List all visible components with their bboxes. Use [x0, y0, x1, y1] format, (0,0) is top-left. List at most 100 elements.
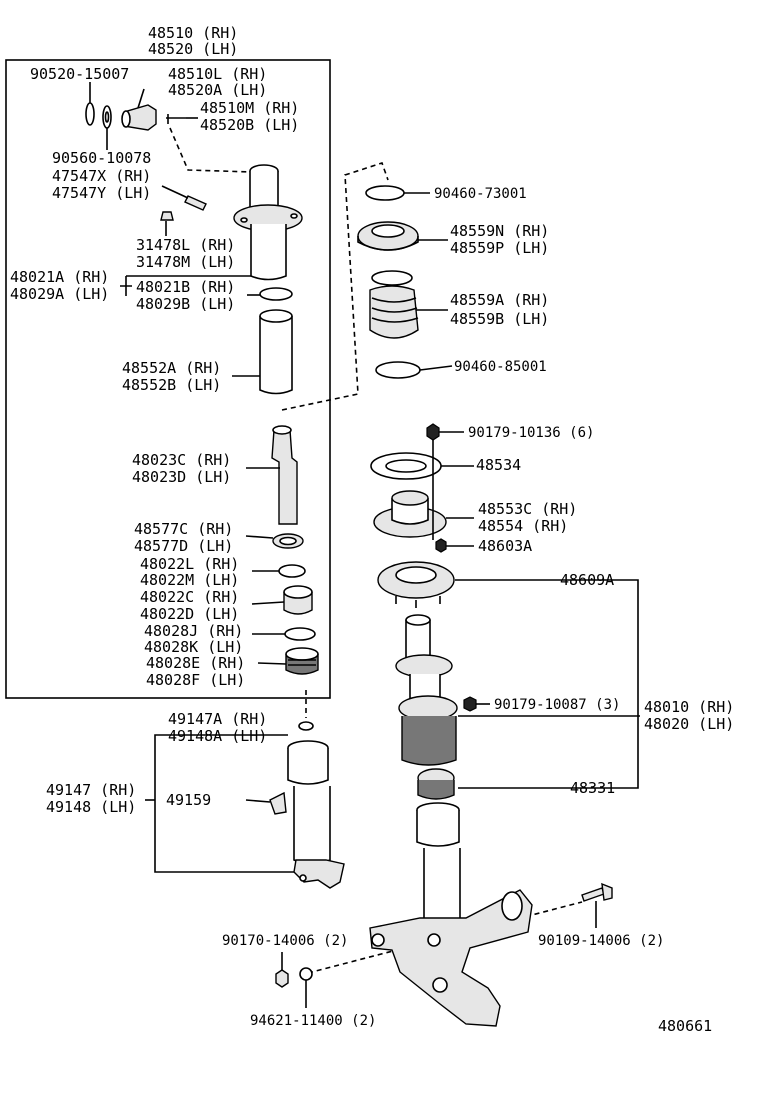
callout-line: 48552B (LH) — [122, 376, 221, 394]
assembly-49147: 49147 (RH) 49148 (LH) — [46, 781, 136, 816]
callout-90520-15007: 90520-15007 — [30, 65, 129, 83]
coil-48028e-stripes — [288, 659, 316, 666]
lower-strut-upper — [416, 810, 460, 847]
band-90460-85001-icon — [375, 361, 421, 379]
callout-line: 48559P (LH) — [450, 239, 549, 257]
callout-49147a: 49147A (RH) 49148A (LH) — [168, 710, 267, 745]
knuckle-hole-lower — [432, 977, 448, 993]
seat-48609a-inner — [395, 566, 437, 584]
callout-line: 48029B (LH) — [136, 295, 235, 313]
callout-line: 90170-14006 (2) — [222, 933, 348, 949]
rod-48023c-icon — [271, 429, 298, 525]
tube-flange-hole-l — [240, 217, 248, 223]
callout-line: 90179-10136 (6) — [468, 425, 594, 441]
callout-line: 48534 — [476, 456, 521, 474]
lower-strut-body — [423, 848, 461, 923]
knuckle-hole-upper — [371, 933, 385, 947]
bolt-90179-10136-icon — [426, 423, 440, 441]
callout-48021b: 48021B (RH) 48029B (LH) — [136, 278, 235, 313]
ring-49147a-icon — [298, 721, 314, 731]
callout-line: 48028J (RH) — [144, 622, 243, 640]
seat-48559n-inner — [371, 224, 405, 238]
callout-90179-10136: 90179-10136 (6) — [468, 425, 594, 441]
callout-90560-10078: 90560-10078 — [52, 149, 151, 167]
callout-48534: 48534 — [476, 456, 521, 474]
snap-ring-48022l-icon — [278, 564, 306, 578]
callout-line: 48553C (RH) — [478, 500, 577, 518]
pin-48510m-icon — [166, 114, 186, 124]
callout-line: 47547X (RH) — [52, 167, 151, 185]
cartridge-foot — [293, 859, 345, 889]
strut-flange — [395, 654, 453, 678]
callout-31478l: 31478L (RH) 31478M (LH) — [136, 236, 235, 271]
bracket-48021a — [120, 276, 132, 296]
label-49147-rh: 49147 (RH) — [46, 781, 136, 799]
tube-lower-body — [250, 224, 287, 281]
seat-48609a-studs — [395, 596, 441, 608]
sleeve-48552a-top — [259, 309, 293, 323]
callout-48022l: 48022L (RH) 48022M (LH) — [140, 555, 239, 589]
callout-line: 48520A (LH) — [168, 81, 267, 99]
nut-90170-icon — [275, 969, 289, 988]
washer-90520-icon — [85, 102, 95, 126]
callout-48553c: 48553C (RH) 48554 (RH) — [478, 500, 577, 535]
callout-line: 48559B (LH) — [450, 310, 549, 328]
dash-bolt-nut — [307, 901, 583, 974]
o-ring-48021b-icon — [259, 287, 293, 301]
callout-line: 90179-10087 (3) — [494, 697, 620, 713]
callout-line: 31478L (RH) — [136, 236, 235, 254]
knuckle-hole-mid — [427, 933, 441, 947]
callout-line: 48021B (RH) — [136, 278, 235, 296]
knuckle-arm-end — [501, 891, 523, 921]
callout-line: 48022L (RH) — [140, 555, 239, 573]
callout-line: 48510M (RH) — [200, 99, 299, 117]
bracket-49147 — [154, 734, 294, 873]
assembly-48609a: 48609A — [560, 571, 614, 589]
label-49148-lh: 49148 (LH) — [46, 798, 136, 816]
callout-48510l: 48510L (RH) 48520A (LH) — [168, 65, 267, 99]
strut-rod-top — [405, 620, 431, 661]
callout-line: 48028E (RH) — [146, 654, 245, 672]
callout-line: 90460-85001 — [454, 359, 547, 375]
callout-line: 48028K (LH) — [144, 638, 243, 656]
callout-48577c: 48577C (RH) 48577D (LH) — [134, 520, 233, 555]
callout-line: 48577C (RH) — [134, 520, 233, 538]
callout-48603a: 48603A — [478, 537, 532, 555]
dash-right-column — [281, 161, 389, 411]
insulator-48534-inner — [385, 459, 427, 473]
callout-90460-73001: 90460-73001 — [434, 186, 527, 202]
callout-line: 94621-11400 (2) — [250, 1013, 376, 1029]
spring-pin-47547-icon — [184, 195, 207, 211]
dash-upper — [169, 127, 253, 173]
tube-upper-body — [249, 171, 279, 211]
callout-line: 48577D (LH) — [134, 537, 233, 555]
washer-94621-icon — [299, 967, 313, 981]
diagram-code: 480661 — [658, 1017, 712, 1035]
cartridge-body — [293, 786, 331, 865]
callout-line: 47547Y (LH) — [52, 184, 151, 202]
nut-48603a-icon — [435, 538, 447, 553]
bolt-90109-icon — [581, 887, 605, 902]
callout-90179-10087: 90179-10087 (3) — [494, 697, 620, 713]
mount-48553c-top — [391, 490, 429, 506]
bolt-90109-head — [601, 882, 613, 901]
bump-stop-48331-body — [417, 780, 455, 800]
callout-line: 48023C (RH) — [132, 451, 231, 469]
bellows-48559a-folds — [371, 297, 419, 323]
leader-lines — [89, 82, 597, 1008]
callout-48022c: 48022C (RH) 48022D (LH) — [140, 588, 239, 623]
callout-line: 48331 — [570, 779, 615, 797]
callout-line: 48559N (RH) — [450, 222, 549, 240]
nipple-31478-icon — [160, 211, 174, 221]
label-48609a: 48609A — [560, 571, 614, 589]
callout-line: 90460-73001 — [434, 186, 527, 202]
sleeve-48552a-icon — [259, 316, 293, 395]
callout-line: 48520B (LH) — [200, 116, 299, 134]
callout-line: 90560-10078 — [52, 149, 151, 167]
callout-line: 48023D (LH) — [132, 468, 231, 486]
band-90460-73001-icon — [365, 185, 405, 201]
callout-line: 48022D (LH) — [140, 605, 239, 623]
washer-90560-inner — [104, 111, 110, 123]
callout-line: 48029A (LH) — [10, 285, 109, 303]
